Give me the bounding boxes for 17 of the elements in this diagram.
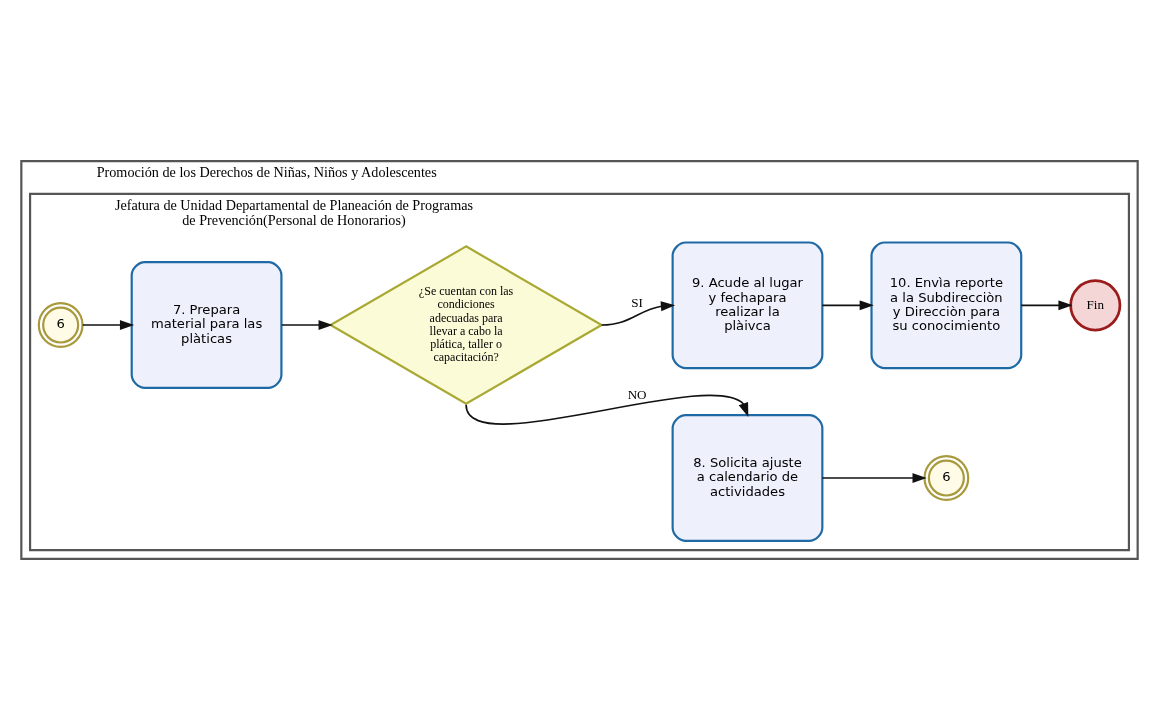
arrow [81,319,135,330]
node-circle: 6 [37,301,84,348]
node-box: 7. Prepara material para las plàticas [130,260,283,389]
arrow [821,472,927,483]
arrow [1020,299,1073,310]
edge-label: NO [627,386,647,402]
arrow [600,300,676,326]
arrow [821,299,874,310]
node-box: 9. Acude al lugar y fechapara realizar la plàivca [671,240,824,369]
node-diamond: ¿Se cuentan con las condiciones adecuadas para llevar a cabo la plática, taller o capacitación? [328,244,604,405]
node-circle: 6 [923,454,970,501]
arrow [465,394,749,425]
arrow [280,319,333,330]
edge-label: SI [631,294,643,310]
node-circle: Fin [1069,278,1122,331]
node-box: 8. Solicita ajuste a calendario de actividades [671,413,824,542]
node-box: 10. Envìa reporte a la Subdirecciòn y Direcciòn para su conocimiento [870,240,1023,369]
